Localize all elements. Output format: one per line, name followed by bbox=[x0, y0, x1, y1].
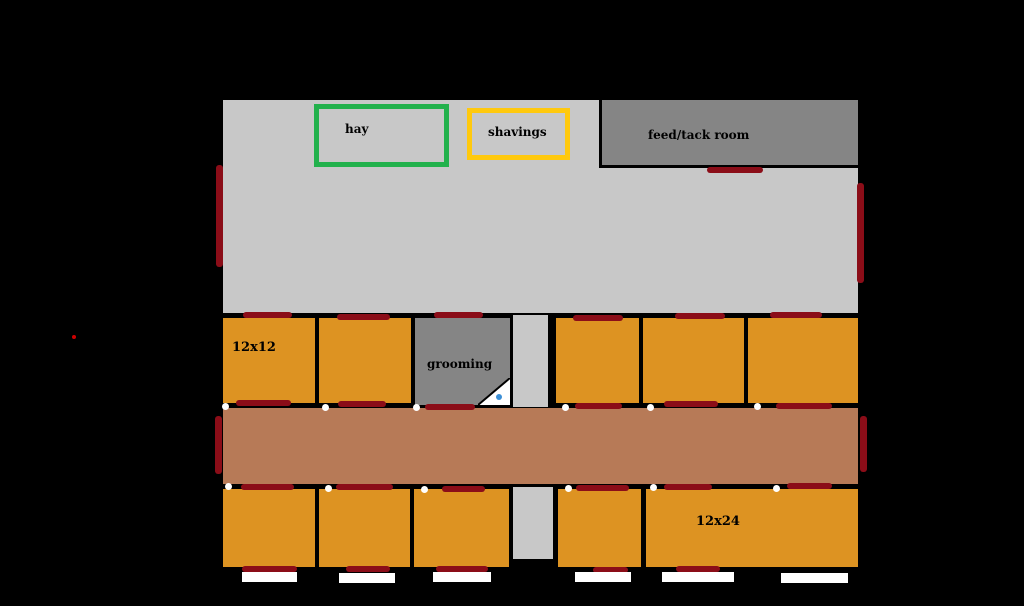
post-3 bbox=[413, 404, 420, 411]
stall-bottom-3 bbox=[414, 489, 509, 567]
feed-tack-room-label: feed/tack room bbox=[648, 128, 750, 142]
door-right-aisle bbox=[860, 416, 867, 472]
door-outside-4 bbox=[593, 567, 628, 573]
door-aisle-top-5 bbox=[664, 401, 718, 407]
door-aisle-bottom-2 bbox=[336, 484, 393, 490]
paddock-gap-2 bbox=[339, 573, 395, 583]
post-5 bbox=[647, 404, 654, 411]
door-aisle-top-4 bbox=[575, 403, 622, 409]
shavings-label: shavings bbox=[488, 125, 547, 139]
grooming-label: grooming bbox=[427, 357, 493, 371]
stall-top-2 bbox=[319, 318, 411, 403]
door-aisle-top-1 bbox=[236, 400, 291, 406]
post-6 bbox=[754, 403, 761, 410]
stall-top-1 bbox=[223, 318, 315, 403]
post-7 bbox=[225, 483, 232, 490]
door-top-1 bbox=[243, 312, 292, 318]
door-aisle-top-6 bbox=[776, 403, 832, 409]
paddock-gap-3 bbox=[433, 572, 491, 582]
walkway-bottom bbox=[513, 487, 553, 559]
walkway-top bbox=[513, 315, 548, 407]
post-12 bbox=[773, 485, 780, 492]
door-outside-2 bbox=[346, 566, 390, 572]
post-1 bbox=[222, 403, 229, 410]
stall-top-3 bbox=[556, 318, 639, 403]
post-2 bbox=[322, 404, 329, 411]
post-10 bbox=[565, 485, 572, 492]
door-aisle-bottom-4 bbox=[576, 485, 629, 491]
door-aisle-bottom-1 bbox=[241, 484, 294, 490]
door-aisle-top-3 bbox=[425, 404, 475, 410]
paddock-gap-4 bbox=[575, 572, 631, 582]
red-dot-marker bbox=[72, 335, 76, 339]
stall-top-5 bbox=[748, 318, 858, 403]
hay-area bbox=[314, 104, 449, 167]
door-outside-3 bbox=[436, 566, 488, 572]
stall-top-4 bbox=[643, 318, 744, 403]
stall-bottom-4 bbox=[558, 489, 641, 567]
post-9 bbox=[421, 486, 428, 493]
shavings-area bbox=[467, 108, 570, 160]
hay-label: hay bbox=[345, 122, 369, 136]
door-aisle-bottom-5 bbox=[664, 484, 712, 490]
door-top-grooming bbox=[434, 312, 483, 318]
paddock-gap-5 bbox=[662, 572, 734, 582]
stall-size-label-small: 12x12 bbox=[232, 340, 276, 355]
post-4 bbox=[562, 404, 569, 411]
center-aisle bbox=[223, 408, 858, 484]
paddock-gap-6 bbox=[781, 573, 848, 583]
stall-bottom-1 bbox=[223, 489, 315, 567]
door-top-2 bbox=[337, 314, 390, 320]
feed-tack-room bbox=[599, 100, 858, 168]
door-aisle-bottom-6 bbox=[787, 483, 832, 489]
post-8 bbox=[325, 485, 332, 492]
door-outside-5 bbox=[676, 566, 720, 572]
door-right-upper bbox=[857, 183, 864, 283]
stall-bottom-large bbox=[646, 489, 858, 567]
door-left-aisle bbox=[215, 416, 222, 474]
door-left-upper bbox=[216, 165, 223, 267]
door-feed-room bbox=[707, 167, 763, 173]
door-top-3 bbox=[573, 315, 623, 321]
door-top-5 bbox=[770, 312, 822, 318]
door-aisle-bottom-3 bbox=[442, 486, 485, 492]
stall-size-label-large: 12x24 bbox=[696, 514, 740, 529]
post-11 bbox=[650, 484, 657, 491]
paddock-gap-1 bbox=[242, 572, 297, 582]
door-top-4 bbox=[675, 313, 725, 319]
grooming-corner bbox=[478, 378, 510, 405]
door-outside-1 bbox=[242, 566, 297, 572]
stall-bottom-2 bbox=[319, 489, 410, 567]
door-aisle-top-2 bbox=[338, 401, 386, 407]
